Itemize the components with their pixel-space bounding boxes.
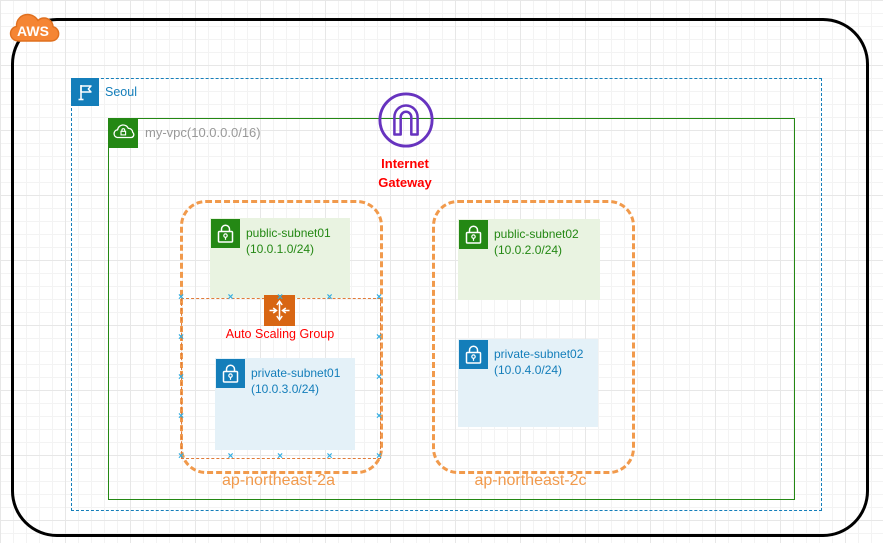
connection-point-x-icon[interactable]: × <box>178 371 184 383</box>
connection-point-x-icon[interactable]: × <box>178 292 184 303</box>
connection-point-x-icon[interactable]: × <box>376 451 382 462</box>
connection-point-x-icon[interactable]: × <box>376 292 382 303</box>
vpc-boundary[interactable] <box>108 118 795 500</box>
public-subnet02-label: public-subnet02 (10.0.2.0/24) <box>494 226 579 258</box>
public-subnet-lock-icon <box>459 220 488 249</box>
aws-cloud-container-border[interactable] <box>11 18 869 537</box>
connection-point-x-icon[interactable]: × <box>227 292 234 303</box>
private-subnet02[interactable]: private-subnet02 (10.0.4.0/24) <box>458 339 598 427</box>
subnet-name: private-subnet02 <box>494 347 584 361</box>
public-subnet01-label: public-subnet01 (10.0.1.0/24) <box>246 225 331 257</box>
subnet-cidr: (10.0.4.0/24) <box>494 363 563 377</box>
connection-point-x-icon[interactable]: × <box>326 292 333 303</box>
subnet-name: private-subnet01 <box>251 366 341 380</box>
public-subnet01[interactable]: public-subnet01 (10.0.1.0/24) <box>210 218 350 298</box>
availability-zone-c-boundary[interactable] <box>432 200 635 474</box>
vpc-label: my-vpc(10.0.0.0/16) <box>145 125 261 140</box>
connection-point-x-icon[interactable]: × <box>277 292 283 303</box>
subnet-cidr: (10.0.1.0/24) <box>246 242 315 256</box>
private-subnet02-label: private-subnet02 (10.0.4.0/24) <box>494 346 583 378</box>
region-seoul-boundary[interactable] <box>71 78 822 511</box>
private-subnet-lock-icon <box>459 340 488 369</box>
internet-gateway-label-line1: Internet <box>381 156 429 171</box>
region-label: Seoul <box>105 85 137 99</box>
public-subnet02[interactable]: public-subnet02 (10.0.2.0/24) <box>458 219 600 300</box>
connection-point-x-icon[interactable]: × <box>277 451 283 462</box>
private-subnet01-label: private-subnet01 (10.0.3.0/24) <box>251 365 340 397</box>
subnet-cidr: (10.0.3.0/24) <box>251 382 320 396</box>
subnet-name: public-subnet02 <box>494 227 579 241</box>
connection-point-x-icon[interactable]: × <box>178 411 184 423</box>
public-subnet-lock-icon <box>211 219 240 248</box>
connection-point-x-icon[interactable]: × <box>376 331 382 343</box>
vpc-cloud-lock-icon[interactable] <box>108 118 138 148</box>
availability-zone-c-label: ap-northeast-2c <box>474 472 587 489</box>
connection-point-x-icon[interactable]: × <box>178 451 184 462</box>
subnet-cidr: (10.0.2.0/24) <box>494 243 563 257</box>
connection-point-x-icon[interactable]: × <box>227 451 234 462</box>
connection-point-x-icon[interactable]: × <box>178 331 184 343</box>
internet-gateway-label: Internet Gateway <box>340 154 470 192</box>
connection-point-x-icon[interactable]: × <box>326 451 333 462</box>
aws-cloud-label: AWS <box>17 23 49 39</box>
private-subnet-lock-icon <box>216 359 245 388</box>
auto-scaling-group-label: Auto Scaling Group <box>225 327 335 341</box>
auto-scaling-icon[interactable] <box>264 295 295 326</box>
internet-gateway-icon[interactable] <box>377 91 435 149</box>
private-subnet01[interactable]: private-subnet01 (10.0.3.0/24) <box>215 358 355 450</box>
region-flag-icon[interactable] <box>71 78 99 106</box>
availability-zone-a-label: ap-northeast-2a <box>222 472 335 489</box>
connection-point-x-icon[interactable]: × <box>376 411 382 423</box>
subnet-name: public-subnet01 <box>246 226 331 240</box>
aws-cloud-icon[interactable]: AWS <box>8 8 62 48</box>
connection-point-x-icon[interactable]: × <box>376 371 382 383</box>
internet-gateway-label-line2: Gateway <box>378 175 432 190</box>
